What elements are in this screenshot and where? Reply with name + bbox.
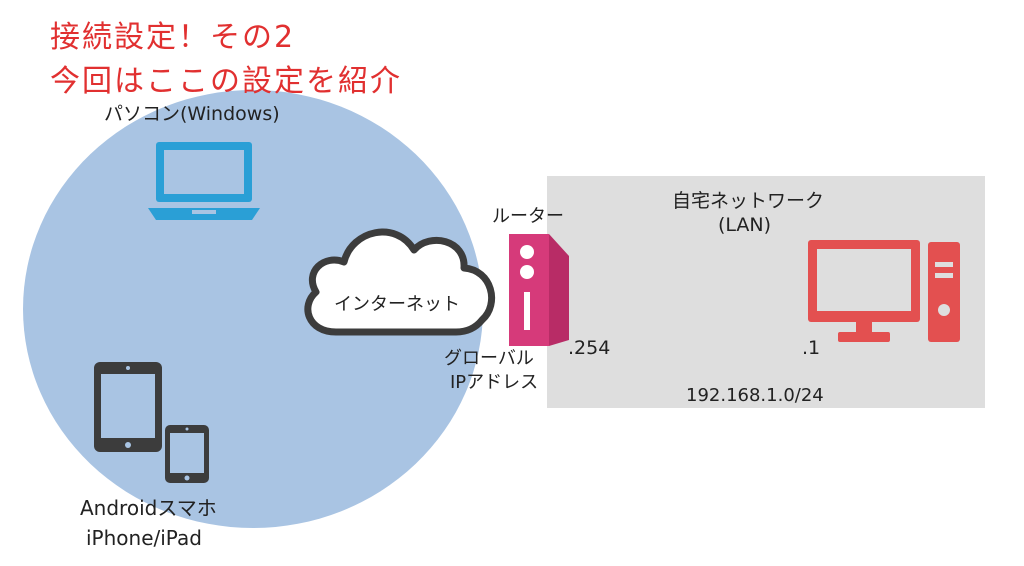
- title-line-1: 接続設定！その2: [50, 20, 296, 55]
- subnet-label: 192.168.1.0/24: [686, 385, 824, 406]
- tablet-icon: [94, 362, 162, 452]
- global-ip-label-line-1: グローバル: [444, 348, 534, 369]
- internet-label: インターネット: [334, 294, 460, 315]
- pc-label: パソコン(Windows): [104, 103, 280, 125]
- cloud-icon: [304, 228, 496, 336]
- lan-title-line-1: 自宅ネットワーク: [672, 190, 825, 212]
- router-icon: [509, 234, 569, 346]
- router-label: ルーター: [492, 206, 564, 227]
- laptop-icon: [148, 142, 260, 220]
- title-line-2: 今回はここの設定を紹介: [50, 64, 402, 99]
- desktop-computer-icon: [808, 240, 960, 342]
- global-ip-label-line-2: IPアドレス: [450, 372, 539, 393]
- lan-title-line-2: (LAN): [718, 214, 772, 236]
- smartphone-icon: [165, 425, 209, 483]
- mobile-label-line-1: Androidスマホ: [80, 496, 217, 520]
- desktop-ip-label: .1: [802, 337, 821, 359]
- router-ip-label: .254: [568, 337, 611, 359]
- mobile-label-line-2: iPhone/iPad: [86, 526, 202, 550]
